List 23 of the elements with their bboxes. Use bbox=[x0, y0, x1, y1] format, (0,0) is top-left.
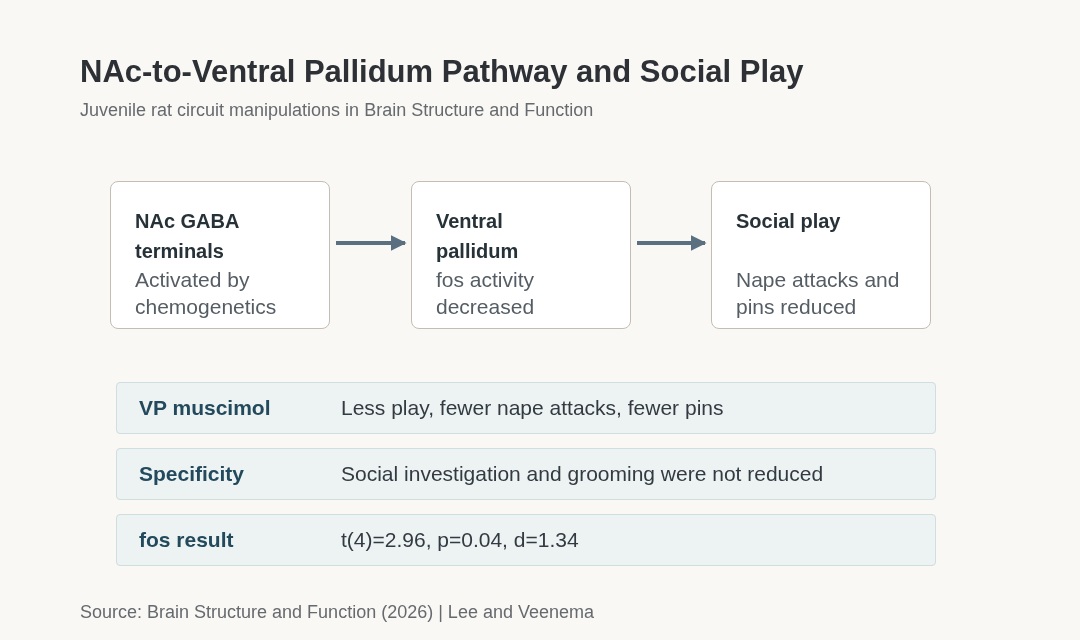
row-value: t(4)=2.96, p=0.04, d=1.34 bbox=[341, 527, 579, 553]
process-box bbox=[411, 181, 631, 329]
box-description: Activated by chemogenetics bbox=[135, 267, 278, 320]
result-row bbox=[116, 382, 936, 434]
row-value: Less play, fewer nape attacks, fewer pins bbox=[341, 395, 724, 421]
row-label: fos result bbox=[139, 527, 235, 553]
subtitle: Juvenile rat circuit manipulations in Brain Structure and Function bbox=[80, 99, 594, 122]
process-box bbox=[110, 181, 330, 329]
row-label: Specificity bbox=[139, 461, 246, 487]
box-heading: Social play bbox=[736, 209, 842, 234]
result-row bbox=[116, 448, 936, 500]
box-heading: Ventral pallidum bbox=[436, 209, 520, 264]
process-box bbox=[711, 181, 931, 329]
row-label: VP muscimol bbox=[139, 395, 272, 421]
source-caption: Source: Brain Structure and Function (2026) | Lee and Veenema bbox=[80, 601, 594, 624]
title: NAc-to-Ventral Pallidum Pathway and Social Play bbox=[80, 53, 804, 91]
box-description: fos activity decreased bbox=[436, 267, 536, 320]
row-value: Social investigation and grooming were not reduced bbox=[341, 461, 824, 487]
box-heading: NAc GABA terminals bbox=[135, 209, 240, 264]
box-description: Nape attacks and pins reduced bbox=[736, 267, 901, 320]
result-row bbox=[116, 514, 936, 566]
arrow bbox=[637, 235, 707, 251]
arrow bbox=[336, 235, 407, 251]
